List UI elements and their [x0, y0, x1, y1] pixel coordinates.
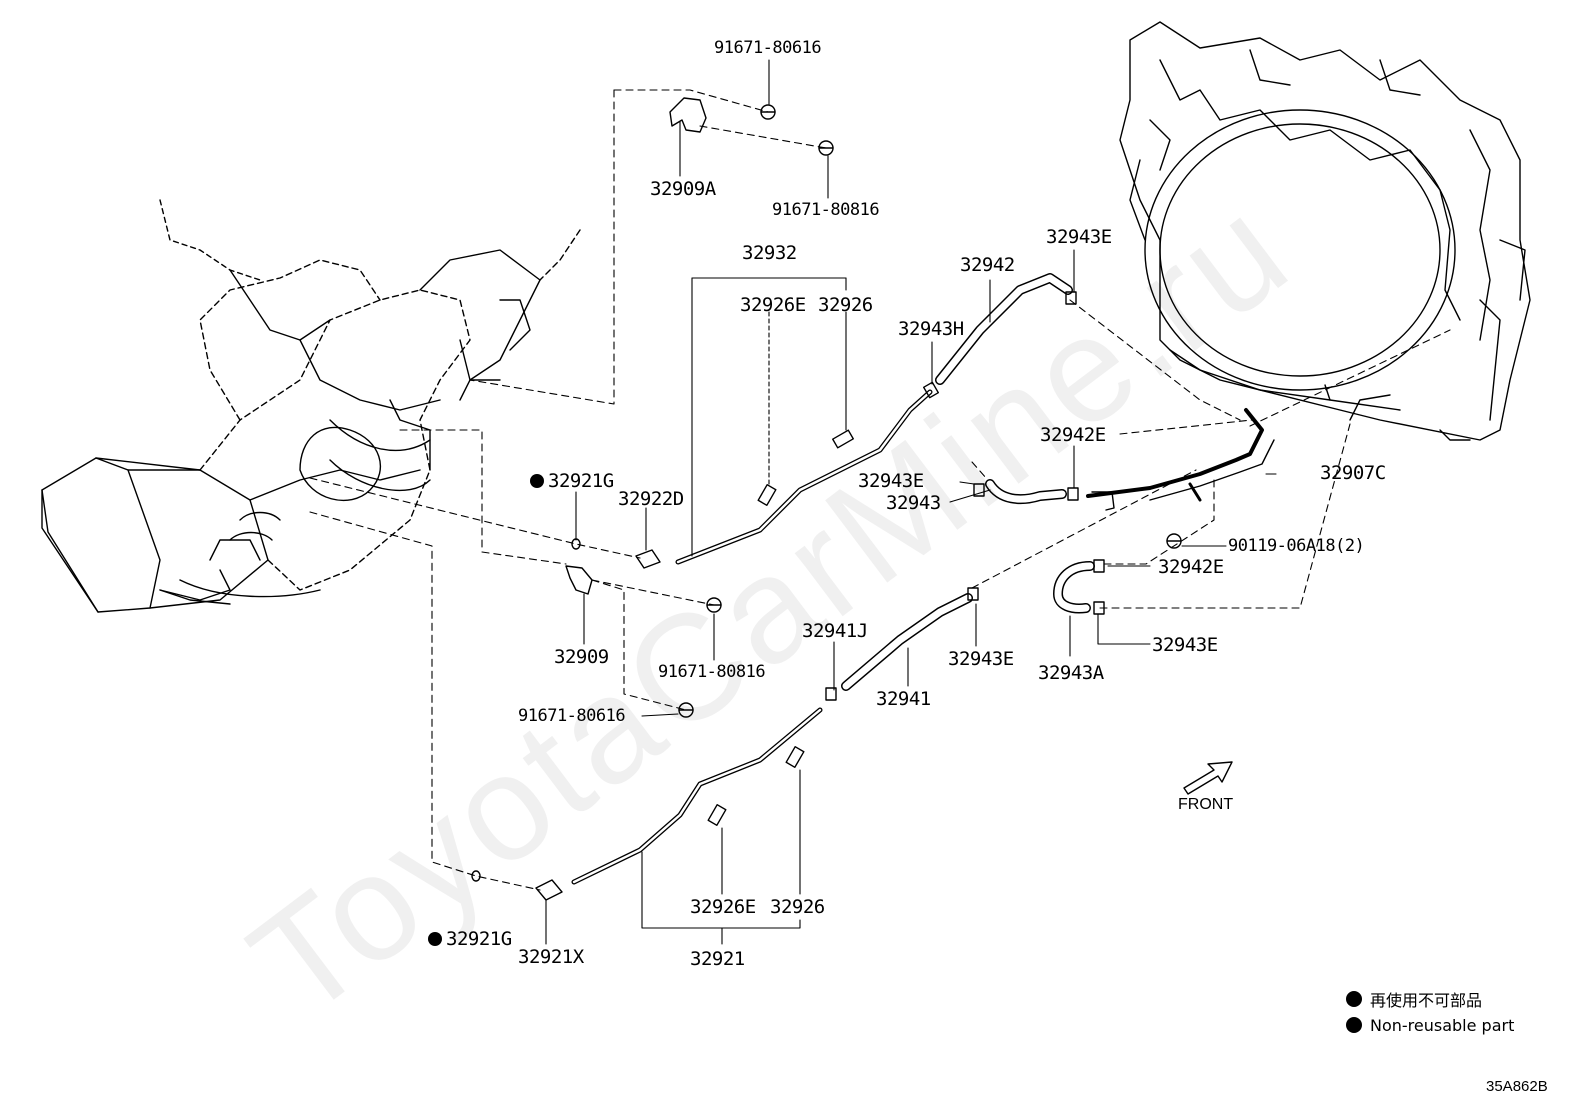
- non-reusable-dot-icon: [1346, 991, 1362, 1007]
- pipe-32907C: [1086, 408, 1264, 498]
- part-label-32943E[interactable]: 32943E: [948, 648, 1014, 670]
- diagram-code: 35A862B: [1486, 1078, 1548, 1095]
- part-label-32921[interactable]: 32921: [690, 948, 745, 970]
- part-label-32943E[interactable]: 32943E: [858, 470, 924, 492]
- part-label-32943E[interactable]: 32943E: [1152, 634, 1218, 656]
- part-label-32932[interactable]: 32932: [742, 242, 797, 264]
- part-label-32942E[interactable]: 32942E: [1158, 556, 1224, 578]
- non-reusable-dot-icon: [428, 932, 442, 946]
- part-label-32942E[interactable]: 32942E: [1040, 424, 1106, 446]
- part-label-91671-80616[interactable]: 91671-80616: [714, 38, 822, 58]
- pipe-32921: [571, 707, 823, 885]
- legend-row-jp: 再使用不可部品: [1346, 986, 1514, 1012]
- bolt-icon: [678, 702, 694, 718]
- part-label-32926E[interactable]: 32926E: [740, 294, 806, 316]
- part-label-32921X[interactable]: 32921X: [518, 946, 584, 968]
- part-label-32926[interactable]: 32926: [770, 896, 825, 918]
- non-reusable-dot-icon: [530, 474, 544, 488]
- non-reusable-dot-icon: [1346, 1017, 1362, 1033]
- leader-lines: [545, 59, 1277, 945]
- radiator-fan-shroud: [1119, 21, 1531, 441]
- legend: 再使用不可部品 Non-reusable part: [1346, 986, 1514, 1038]
- part-label-32943E[interactable]: 32943E: [1046, 226, 1112, 248]
- part-label-32943[interactable]: 32943: [886, 492, 941, 514]
- front-arrow-icon: [1183, 761, 1233, 795]
- part-label-32922D[interactable]: 32922D: [618, 488, 684, 510]
- part-label-32909A[interactable]: 32909A: [650, 178, 716, 200]
- part-label-32941[interactable]: 32941: [876, 688, 931, 710]
- transmission-assembly: [41, 199, 581, 613]
- part-label-32943A[interactable]: 32943A: [1038, 662, 1104, 684]
- part-label-32921G[interactable]: 32921G: [428, 930, 512, 949]
- part-label-32942[interactable]: 32942: [960, 254, 1015, 276]
- part-label-91671-80616[interactable]: 91671-80616: [518, 706, 626, 726]
- legend-row-en: Non-reusable part: [1346, 1012, 1514, 1038]
- bolt-icon: [818, 140, 834, 156]
- part-label-32943H[interactable]: 32943H: [898, 318, 964, 340]
- part-label-91671-80816[interactable]: 91671-80816: [772, 200, 880, 220]
- part-label-32926E[interactable]: 32926E: [690, 896, 756, 918]
- part-label-91671-80816[interactable]: 91671-80816: [658, 662, 766, 682]
- legend-text-en: Non-reusable part: [1370, 1015, 1515, 1035]
- front-label: FRONT: [1178, 796, 1234, 813]
- part-label-32921G[interactable]: 32921G: [530, 472, 614, 491]
- cooler-pipes: [571, 273, 1275, 885]
- fasteners: [471, 97, 1182, 901]
- reference-lines: [309, 89, 1451, 891]
- part-label-32926[interactable]: 32926: [818, 294, 873, 316]
- part-label-32907C[interactable]: 32907C: [1320, 462, 1386, 484]
- part-label-32909[interactable]: 32909: [554, 646, 609, 668]
- part-label-32941J[interactable]: 32941J: [802, 620, 868, 642]
- legend-text-jp: 再使用不可部品: [1370, 991, 1483, 1010]
- part-label-90119-06A18[interactable]: 90119-06A18(2): [1228, 536, 1365, 556]
